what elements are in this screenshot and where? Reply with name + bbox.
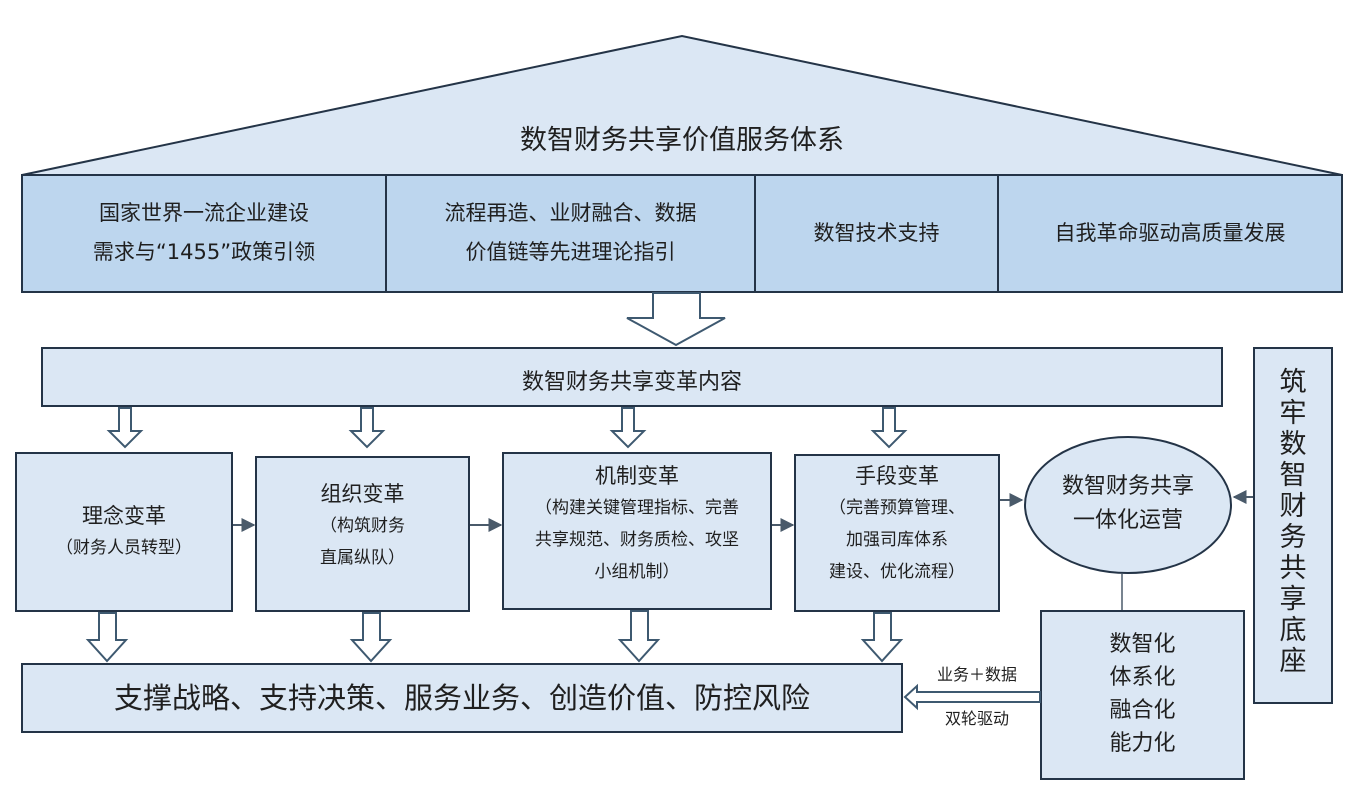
- pillar-2: 流程再造、业财融合、数据 价值链等先进理论指引: [386, 194, 755, 272]
- pillar-3: 数智技术支持: [755, 214, 998, 253]
- pillar-1: 国家世界一流企业建设 需求与“1455”政策引领: [22, 194, 386, 272]
- ellipse-line-1: 数智财务共享: [1061, 474, 1194, 499]
- four-z-line-1: 数智化: [1109, 632, 1176, 657]
- foundation-box: [1253, 347, 1333, 704]
- ellipse-line-2: 一体化运营: [1072, 508, 1183, 533]
- reform-3-sub-3: 小组机制）: [594, 562, 680, 582]
- down-arrow-reform-4-to-outcome: [860, 612, 904, 663]
- content-bar: [41, 347, 1223, 407]
- reform-2-sub-1: （构筑财务: [320, 516, 405, 536]
- outcome-bar-text: 支撑战略、支持决策、服务业务、创造价值、防控风险: [113, 681, 810, 715]
- outcome-bar: [21, 663, 903, 733]
- four-z-line-4: 能力化: [1109, 731, 1176, 756]
- reform-3-sub-1: （构建关键管理指标、完善: [535, 498, 739, 518]
- ellipse-text: 数智财务共享 一体化运营: [1025, 470, 1231, 538]
- drive-label-bottom: 双轮驱动: [944, 709, 1009, 728]
- reform-4-sub-2: 加强司库体系: [846, 530, 948, 550]
- pillar-3-line-1: 数智技术支持: [813, 221, 940, 245]
- roof-title: 数智财务共享价值服务体系: [520, 125, 844, 156]
- reform-3-title: 机制变革: [595, 464, 679, 488]
- reform-2-title: 组织变革: [320, 482, 405, 506]
- pillar-4: 自我革命驱动高质量发展: [998, 214, 1342, 253]
- down-arrow-content-to-reform-1: [106, 407, 144, 449]
- pillar-box-2: [385, 174, 756, 293]
- four-z-box: [1040, 610, 1245, 780]
- down-arrow-reform-2-to-outcome: [349, 612, 393, 663]
- reform-1-sub-1: （财务人员转型）: [56, 538, 192, 558]
- down-arrow-content-to-reform-2: [348, 407, 386, 449]
- reform-1-title: 理念变革: [82, 504, 166, 528]
- reform-box-4: [794, 454, 1000, 612]
- reform-4-text: 手段变革 （完善预算管理、 加强司库体系 建设、优化流程）: [795, 460, 999, 588]
- pillar-box-3: [754, 174, 999, 293]
- four-z-text: 数智化 体系化 融合化 能力化: [1041, 628, 1244, 760]
- dual-drive-arrow: [903, 683, 1041, 711]
- reform-box-3: [502, 452, 772, 610]
- foundation-text: 筑牢数智财务共享底座: [1279, 367, 1307, 677]
- reform-4-sub-3: 建设、优化流程）: [829, 562, 965, 582]
- pillar-1-line-2: 需求与“1455”政策引领: [92, 240, 316, 264]
- pillar-box-1: [21, 174, 387, 293]
- pillar-2-line-2: 价值链等先进理论指引: [465, 240, 676, 264]
- four-z-line-2: 体系化: [1109, 665, 1176, 690]
- reform-4-title: 手段变革: [855, 464, 939, 488]
- reform-3-text: 机制变革 （构建关键管理指标、完善 共享规范、财务质检、攻坚 小组机制）: [503, 460, 771, 588]
- pillar-1-line-1: 国家世界一流企业建设: [99, 201, 309, 225]
- down-arrow-content-to-reform-3: [609, 407, 647, 449]
- reform-box-1: [15, 452, 233, 612]
- operation-ellipse: [1024, 436, 1232, 574]
- pillar-box-4: [997, 174, 1343, 293]
- reform-2-sub-2: 直属纵队）: [320, 548, 405, 568]
- content-bar-title: 数智财务共享变革内容: [521, 370, 742, 395]
- down-arrow-reform-1-to-outcome: [85, 612, 129, 663]
- four-z-line-3: 融合化: [1109, 698, 1176, 723]
- big-down-arrow: [626, 292, 726, 347]
- reform-1-text: 理念变革 （财务人员转型）: [16, 500, 232, 564]
- reform-3-sub-2: 共享规范、财务质检、攻坚: [535, 530, 739, 550]
- down-arrow-content-to-reform-4: [870, 407, 908, 449]
- pillar-2-line-1: 流程再造、业财融合、数据: [444, 201, 697, 225]
- pillar-4-line-1: 自我革命驱动高质量发展: [1054, 221, 1286, 245]
- reform-2-text: 组织变革 （构筑财务 直属纵队）: [256, 478, 469, 574]
- down-arrow-reform-3-to-outcome: [617, 610, 661, 663]
- drive-label-top: 业务＋数据: [936, 665, 1017, 684]
- reform-box-2: [255, 456, 470, 612]
- reform-4-sub-1: （完善预算管理、: [829, 498, 965, 518]
